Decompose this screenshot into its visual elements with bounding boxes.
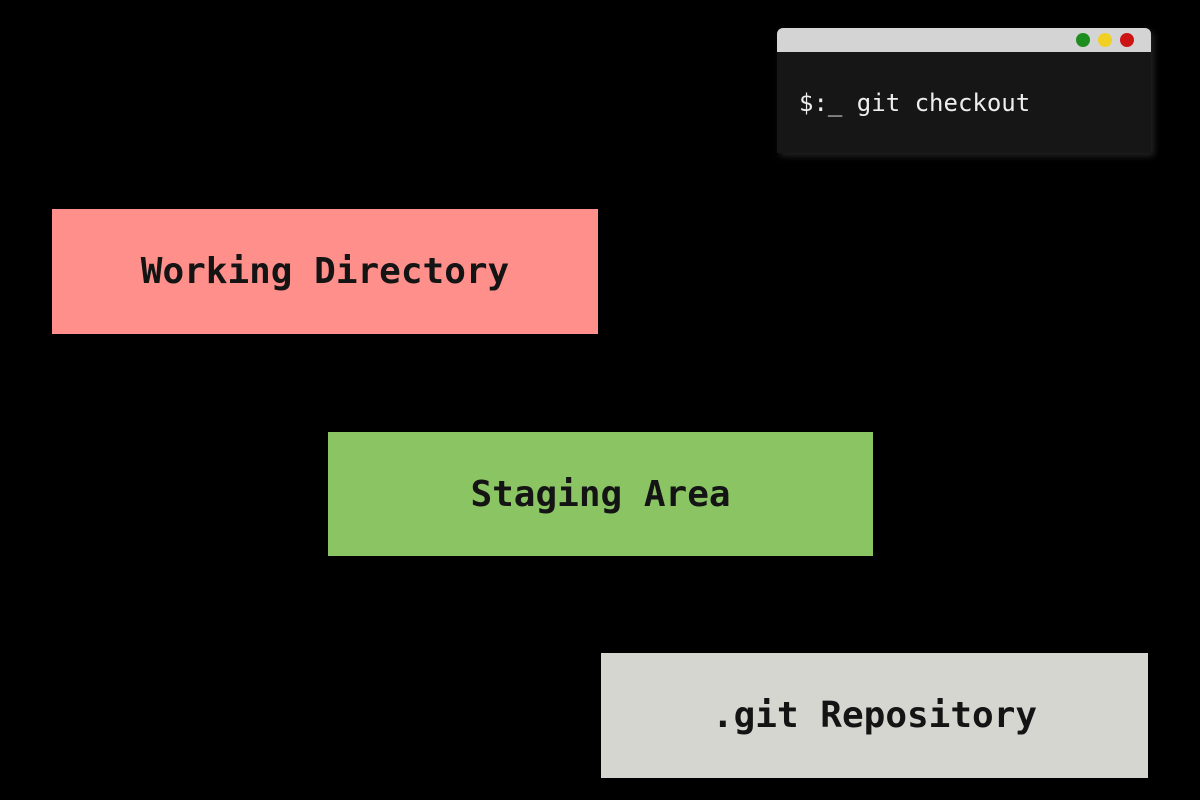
box-git-repository: .git Repository: [601, 653, 1148, 778]
terminal-titlebar: [777, 28, 1151, 52]
window-dot-green-icon: [1076, 33, 1090, 47]
box-staging-area-label: Staging Area: [470, 473, 731, 515]
box-working-directory: Working Directory: [52, 209, 598, 334]
box-staging-area: Staging Area: [328, 432, 873, 556]
window-dot-yellow-icon: [1098, 33, 1112, 47]
window-dot-red-icon: [1120, 33, 1134, 47]
terminal-body: $:_ git checkout: [777, 52, 1151, 153]
box-working-directory-label: Working Directory: [140, 251, 510, 292]
box-git-repository-label: .git Repository: [711, 695, 1038, 736]
terminal-prompt: $:_ git checkout: [799, 88, 1031, 117]
terminal-window: $:_ git checkout: [777, 28, 1151, 153]
